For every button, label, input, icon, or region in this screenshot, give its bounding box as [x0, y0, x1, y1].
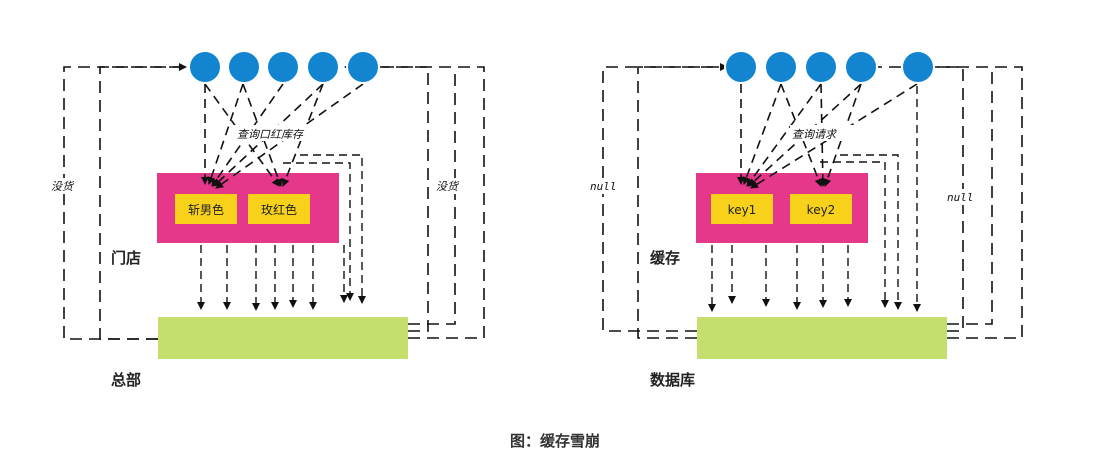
out-of-stock-right-label: 没货 — [436, 180, 460, 193]
request-circle — [188, 50, 222, 84]
out-of-stock-left-label: 没货 — [51, 180, 75, 193]
request-circle — [764, 50, 798, 84]
request-circle — [901, 50, 935, 84]
cache-label: 缓存 — [650, 249, 680, 267]
figure-caption: 图：缓存雪崩 — [510, 432, 600, 450]
cache-item-1-label: key1 — [728, 203, 757, 217]
hq-box — [158, 317, 408, 359]
request-circle — [227, 50, 261, 84]
right-panel: key1 key2 — [586, 50, 1023, 389]
query-label: 查询口红库存 — [237, 128, 305, 141]
cache-item-1 — [711, 194, 773, 224]
db-box — [697, 317, 947, 359]
left-panel: 斩男色 玫红色 — [48, 50, 485, 389]
request-circle — [266, 50, 300, 84]
query-label: 查询请求 — [792, 128, 838, 141]
cache-item-2-label: key2 — [807, 203, 836, 217]
db-label: 数据库 — [650, 371, 695, 389]
store-label: 门店 — [111, 249, 141, 267]
request-circle — [804, 50, 838, 84]
request-circle — [844, 50, 878, 84]
store-item-1 — [175, 194, 237, 224]
store-item-2-label: 玫红色 — [261, 202, 297, 217]
store-item-2 — [248, 194, 310, 224]
request-circle — [346, 50, 380, 84]
null-right-label: null — [947, 191, 974, 204]
request-circle — [306, 50, 340, 84]
request-circle — [724, 50, 758, 84]
null-left-label: null — [590, 180, 617, 193]
cache-item-2 — [790, 194, 852, 224]
store-item-1-label: 斩男色 — [188, 203, 224, 217]
hq-label: 总部 — [111, 371, 141, 389]
